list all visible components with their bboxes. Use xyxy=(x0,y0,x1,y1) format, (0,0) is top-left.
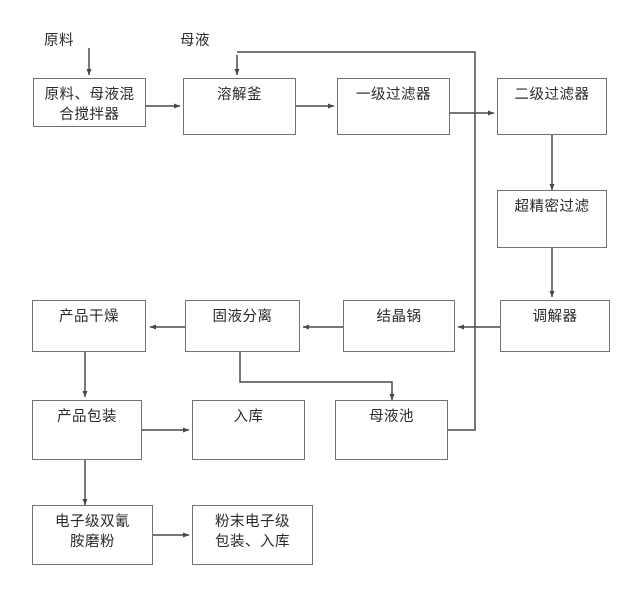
node-dissolving-kettle-label: 溶解釜 xyxy=(217,87,262,103)
flow-label-mother-liquor: 母液 xyxy=(180,33,210,49)
node-conditioner[interactable]: 调解器 xyxy=(500,300,610,352)
node-filter-stage-2-label: 二级过滤器 xyxy=(514,87,590,103)
flow-label-raw-material: 原料 xyxy=(44,33,74,49)
node-conditioner-label: 调解器 xyxy=(532,309,578,325)
node-mixer[interactable]: 原料、母液混 合搅拌器 xyxy=(33,78,146,127)
node-solid-liquid-separation-label: 固液分离 xyxy=(212,309,273,325)
node-mother-liquor-pool[interactable]: 母液池 xyxy=(335,400,448,460)
node-filter-stage-2[interactable]: 二级过滤器 xyxy=(497,78,607,135)
node-dissolving-kettle[interactable]: 溶解釜 xyxy=(183,78,296,135)
node-product-packaging[interactable]: 产品包装 xyxy=(32,400,142,460)
node-crystallizer-label: 结晶锅 xyxy=(376,309,422,325)
node-product-drying-label: 产品干燥 xyxy=(59,309,119,325)
node-crystallizer[interactable]: 结晶锅 xyxy=(343,300,455,352)
node-ultra-fine-filter-label: 超精密过滤 xyxy=(514,199,590,215)
node-ultra-fine-filter[interactable]: 超精密过滤 xyxy=(497,190,607,248)
node-product-drying[interactable]: 产品干燥 xyxy=(32,300,146,352)
node-warehousing-label: 入库 xyxy=(233,409,264,425)
node-solid-liquid-separation[interactable]: 固液分离 xyxy=(185,300,300,352)
node-mixer-label: 原料、母液混 合搅拌器 xyxy=(44,87,135,123)
node-grinding[interactable]: 电子级双氰 胺磨粉 xyxy=(32,505,153,565)
edge-solid-liquid-separation-to-mother-liquor-pool xyxy=(239,352,395,401)
node-product-packaging-label: 产品包装 xyxy=(57,409,117,425)
node-warehousing[interactable]: 入库 xyxy=(192,400,305,460)
node-filter-stage-1-label: 一级过滤器 xyxy=(356,87,431,103)
node-grinding-label: 电子级双氰 胺磨粉 xyxy=(55,514,130,550)
node-powder-packaging[interactable]: 粉末电子级 包装、入库 xyxy=(192,505,313,565)
node-powder-packaging-label: 粉末电子级 包装、入库 xyxy=(215,514,290,550)
node-filter-stage-1[interactable]: 一级过滤器 xyxy=(337,78,450,135)
node-mother-liquor-pool-label: 母液池 xyxy=(369,409,414,425)
